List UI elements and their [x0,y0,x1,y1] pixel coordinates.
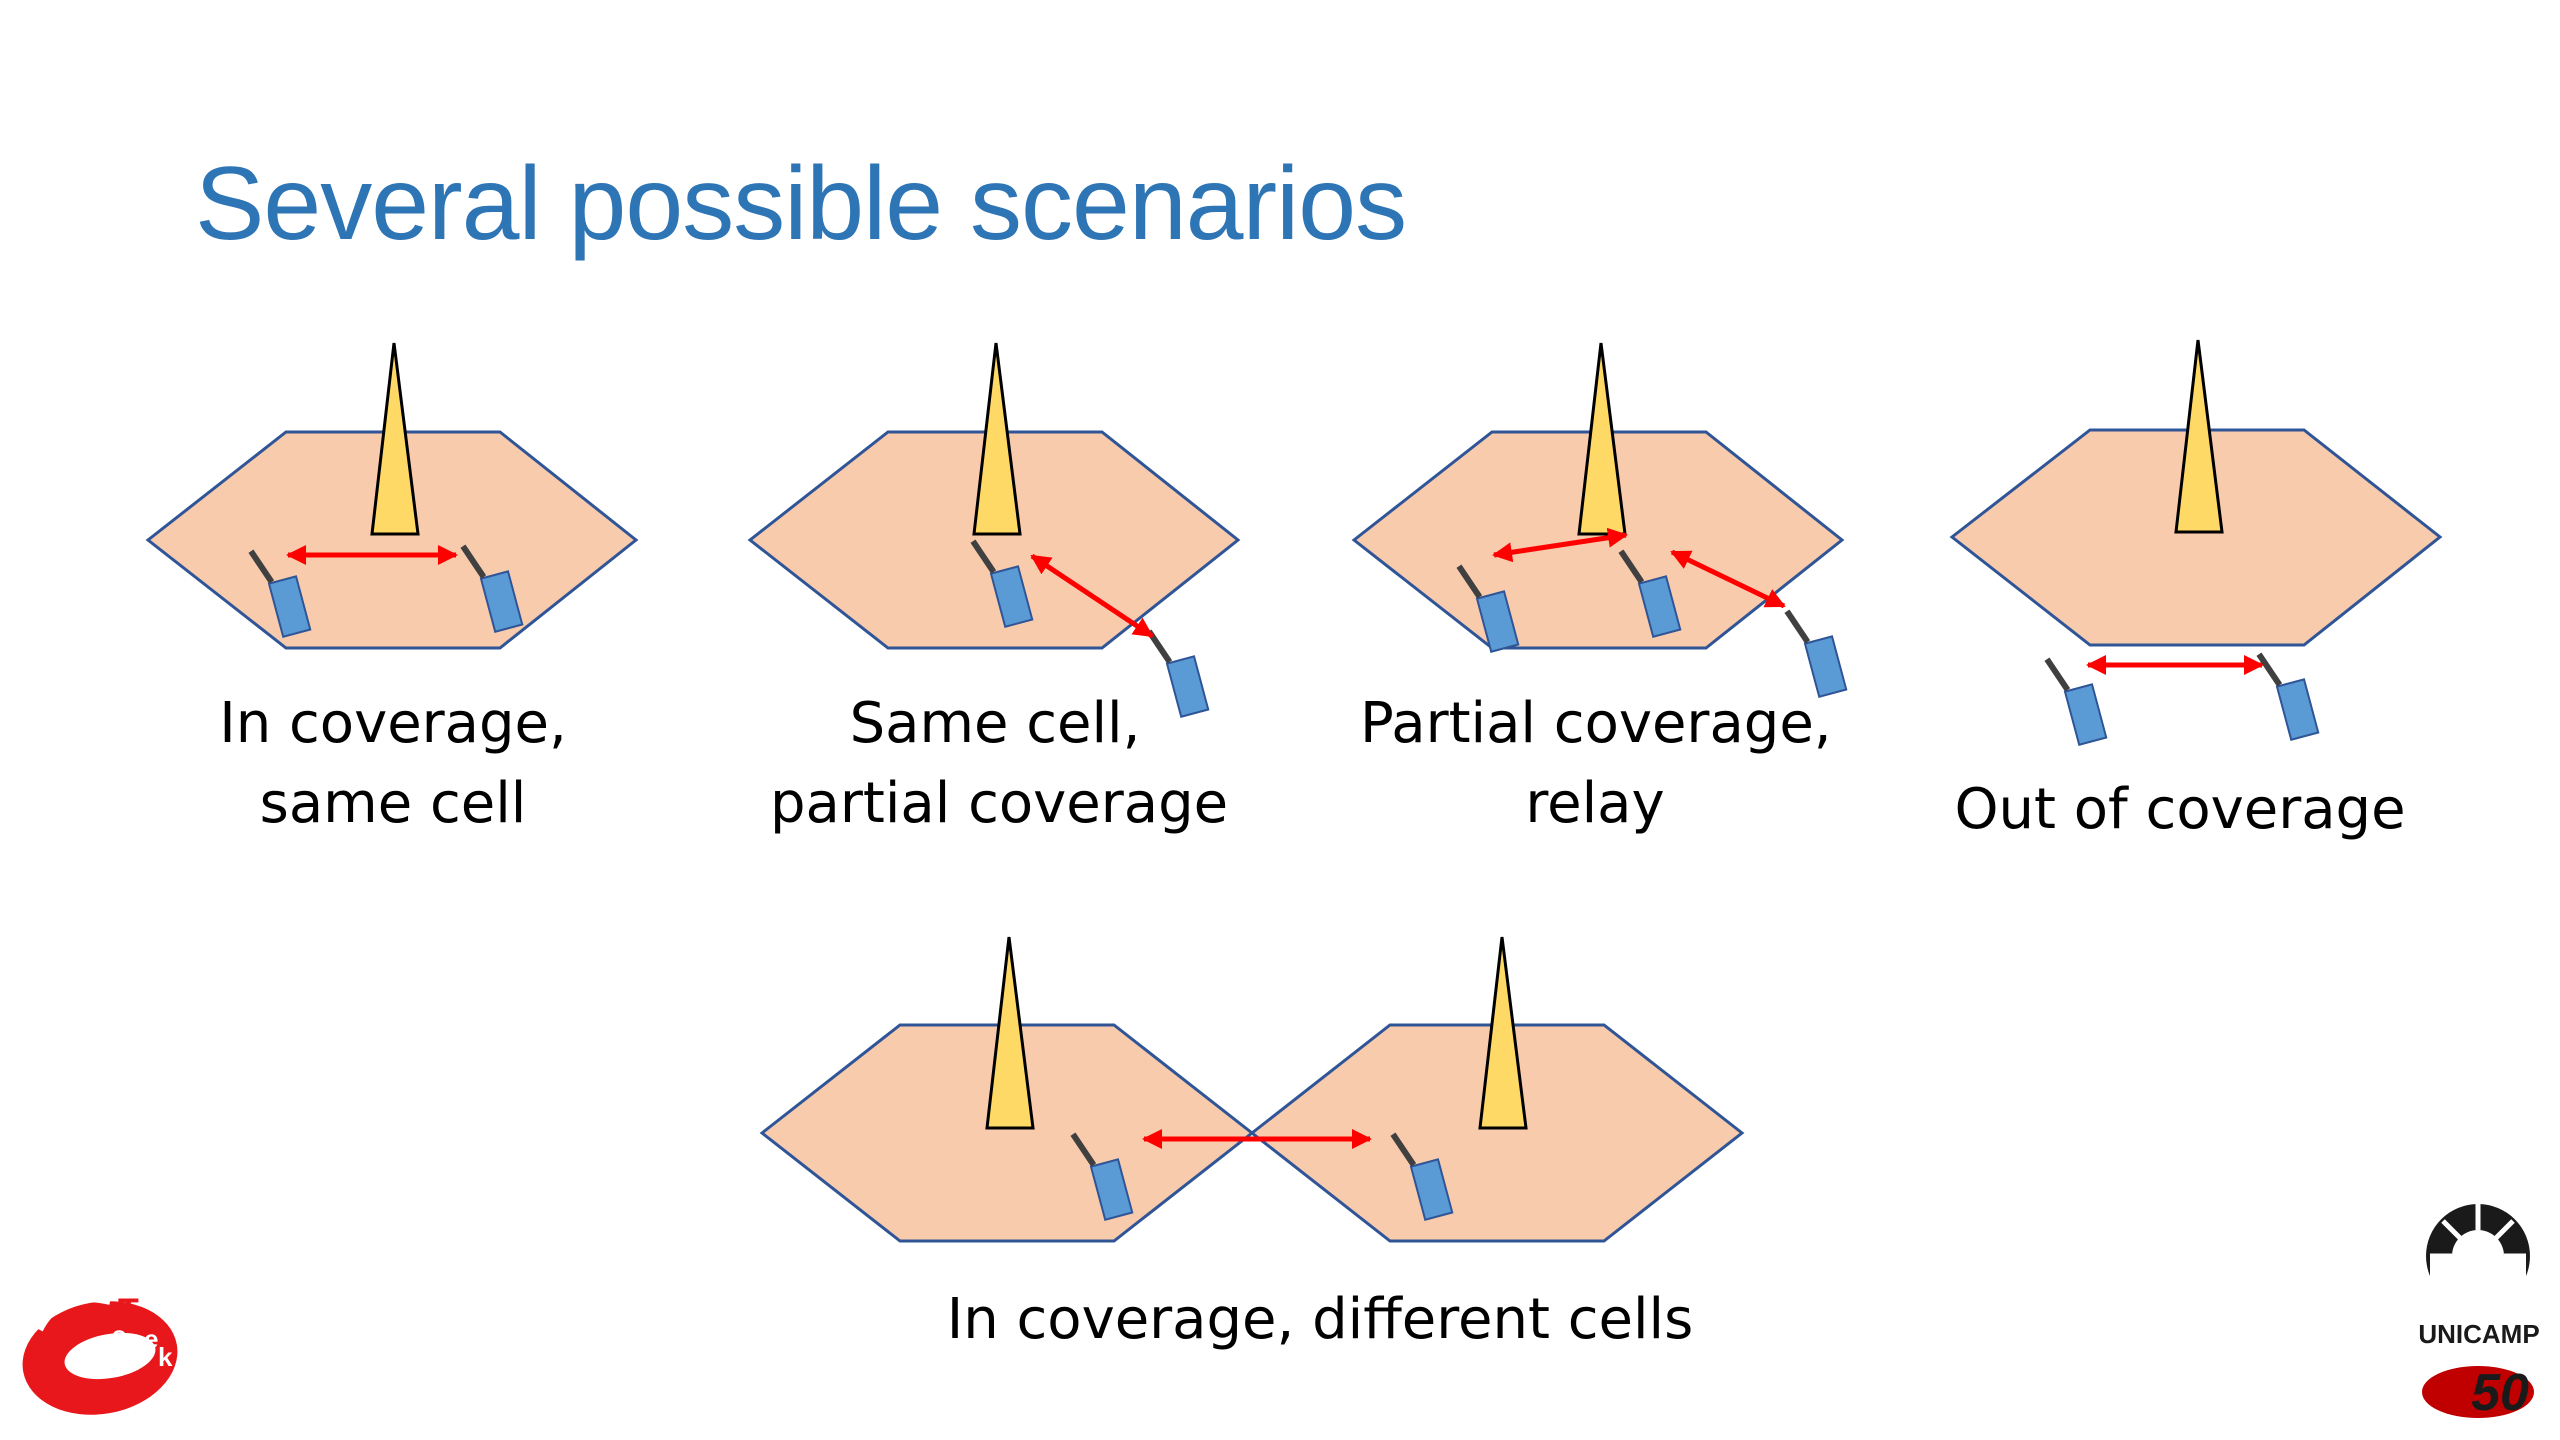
unicamp-logo: UNICAMP 50 [2418,1204,2540,1422]
svg-text:W: W [58,1380,91,1418]
caption-line: In coverage, [219,691,567,756]
base-station-tower [370,342,420,536]
caption-line: relay [1525,771,1665,836]
cell-hexagon [1249,1023,1745,1243]
svg-text:e: e [144,1324,158,1354]
slide-title: Several possible scenarios [195,146,1407,262]
svg-text:UNICAMP: UNICAMP [2418,1319,2539,1349]
svg-text:s: s [112,1320,126,1350]
device [2259,645,2318,742]
scenario-3-diagram [1351,342,1846,699]
scenario-2-caption: Same cell, partial coverage [770,684,1229,844]
caption-line: same cell [259,771,527,836]
scenario-2-diagram [747,342,1241,719]
base-station-tower [1478,936,1528,1130]
svg-text:50: 50 [2471,1364,2529,1422]
svg-text:T: T [118,1292,139,1330]
scenario-1-diagram [145,342,639,650]
sidelink-arrow [1030,553,1154,639]
cell-hexagon [1949,428,2443,647]
scenario-4-caption: Out of coverage [1950,770,2410,850]
svg-text:i: i [82,1352,89,1382]
base-station-tower [985,936,1035,1130]
base-station-tower [972,342,1022,536]
scenario-3-caption: Partial coverage, relay [1360,684,1832,844]
scenario-4-diagram [1949,339,2443,747]
caption-line: Out of coverage [1954,777,2406,842]
caption-line: Partial coverage, [1360,691,1832,756]
base-station-tower [2174,339,2224,534]
sidelink-arrow [1670,549,1786,609]
caption-line: Same cell, [849,691,1141,756]
scenario-5-caption: In coverage, different cells [920,1280,1720,1360]
caption-line: partial coverage [770,771,1229,836]
svg-text:k: k [158,1342,173,1372]
sidelink-arrow [1492,527,1628,563]
caption-line: In coverage, different cells [946,1287,1694,1352]
scenario-5-diagram [759,936,1745,1243]
wisstek-logo: W i s s T e k [22,1292,178,1418]
svg-text:s: s [96,1336,110,1366]
scenario-1-caption: In coverage, same cell [183,684,603,844]
